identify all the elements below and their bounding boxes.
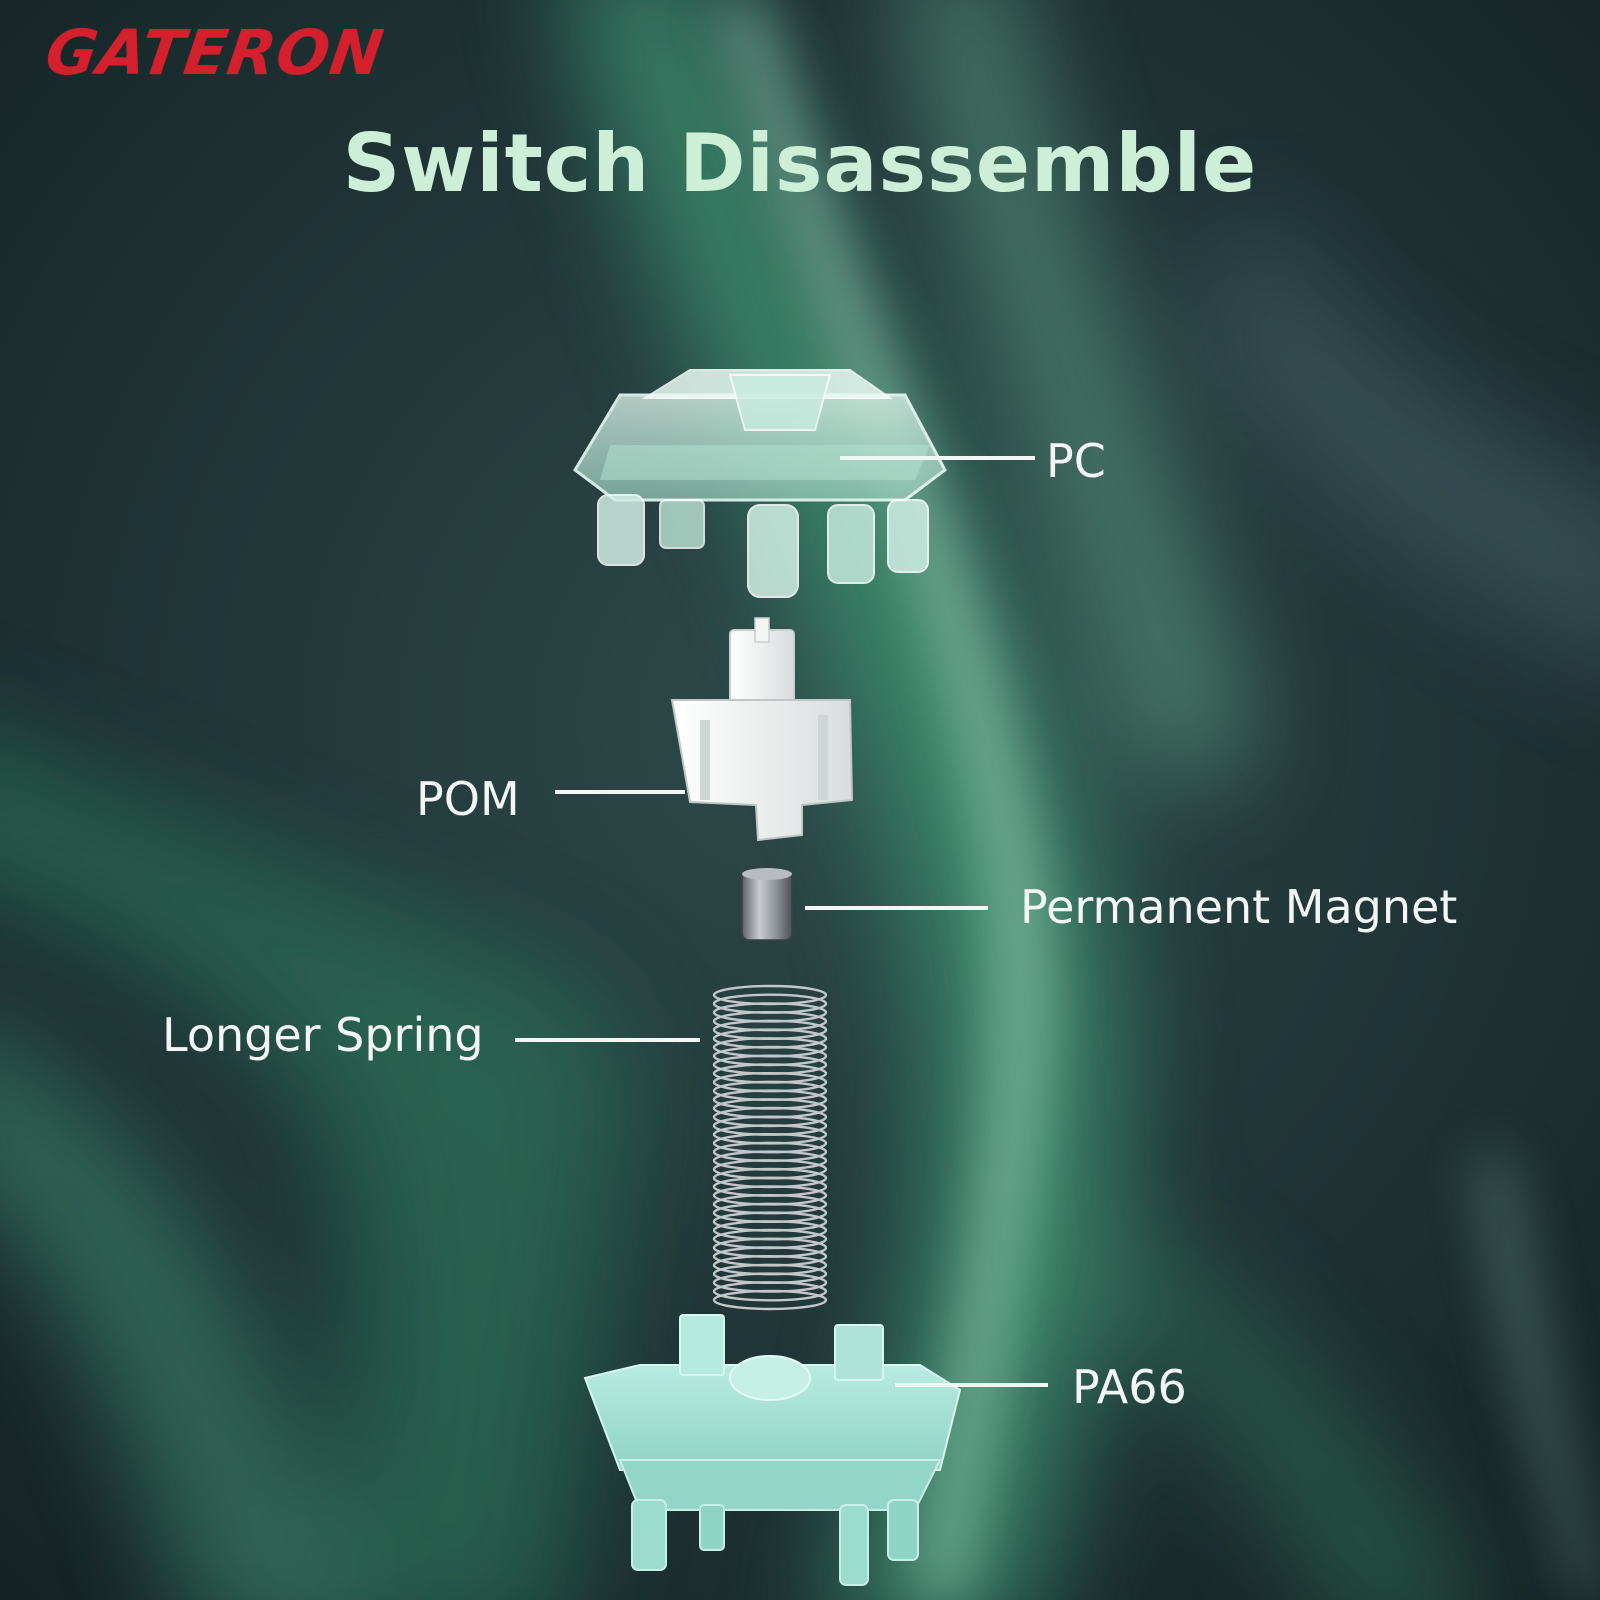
top-housing-pc [573, 369, 947, 598]
spring-coil [712, 1289, 828, 1311]
stem-pom [670, 617, 854, 842]
spring-coil [712, 1281, 828, 1302]
label-pom: POM [416, 772, 520, 826]
permanent-magnet [741, 868, 793, 941]
label-pc: PC [1046, 434, 1106, 488]
label-permanent-magnet: Permanent Magnet [1020, 880, 1458, 934]
page-title: Switch Disassemble [342, 117, 1258, 210]
longer-spring [712, 984, 828, 1311]
label-longer-spring: Longer Spring [162, 1008, 484, 1062]
bottom-housing-pa66 [583, 1314, 962, 1586]
label-pa66: PA66 [1072, 1360, 1187, 1414]
